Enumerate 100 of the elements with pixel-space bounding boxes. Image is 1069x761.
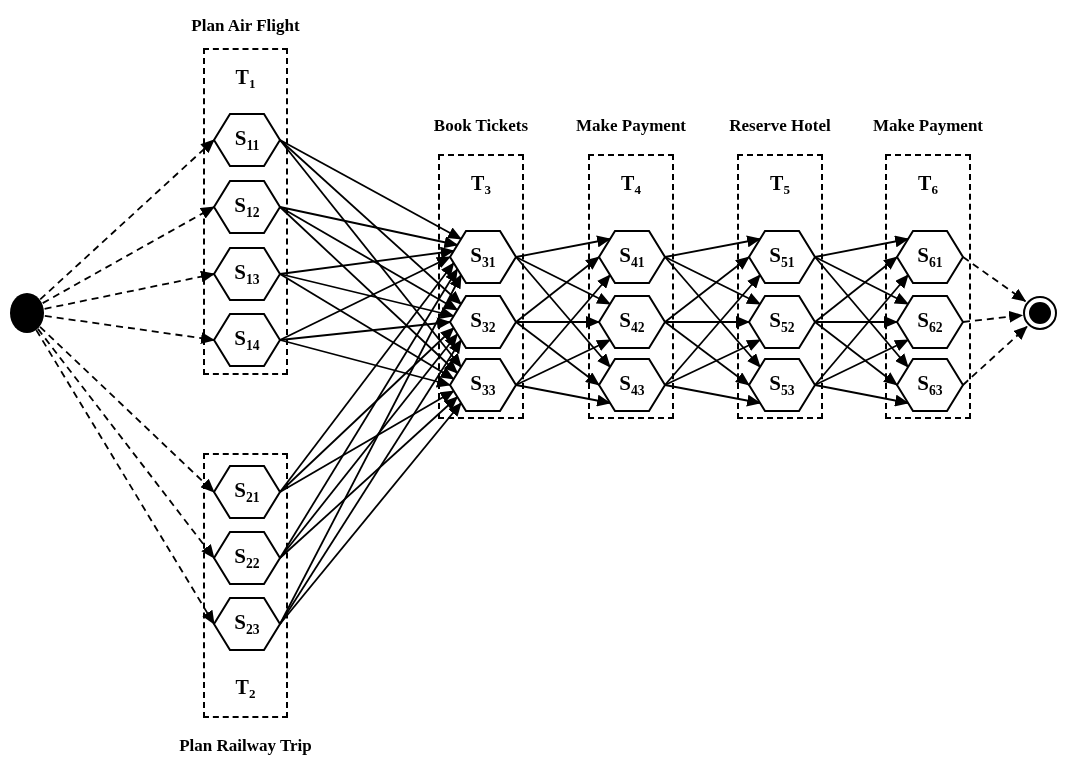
service-hexagon: [449, 295, 517, 349]
arrow: [279, 339, 451, 388]
arrow: [515, 256, 611, 368]
arrow: [279, 139, 462, 240]
arrow: [814, 256, 909, 305]
service-label: S$_{33}$: [470, 371, 496, 399]
service-label: S$_{62}$: [917, 308, 943, 336]
task-name: Plan Air Flight: [191, 16, 300, 36]
service-hexagon: [213, 247, 281, 301]
arrow: [279, 327, 455, 493]
arrow: [814, 256, 909, 368]
arrow: [279, 273, 455, 319]
dashed-arrow: [962, 325, 1028, 386]
dashed-arrow: [962, 310, 1024, 323]
arrow: [515, 384, 612, 407]
service-hexagon: [748, 358, 816, 412]
end-node-circle: [1023, 293, 1057, 333]
arrow: [814, 316, 898, 328]
arrow: [664, 316, 750, 328]
service-hexagon: [213, 597, 281, 651]
arrow: [664, 274, 761, 386]
service-hexagon: [213, 313, 281, 367]
arrow: [664, 339, 761, 386]
service-hexagon: [748, 230, 816, 284]
service-hexagon: [598, 358, 666, 412]
arrow: [515, 235, 612, 258]
arrow: [279, 246, 455, 275]
service-label: S$_{42}$: [619, 308, 645, 336]
arrow: [664, 256, 750, 323]
arrow: [814, 384, 910, 407]
dashed-arrow: [39, 325, 215, 493]
arrow: [515, 274, 611, 386]
service-label: S$_{63}$: [917, 371, 943, 399]
arrow: [515, 256, 611, 305]
arrow: [279, 206, 459, 311]
service-label: S$_{22}$: [234, 544, 260, 572]
task-name: Make Payment: [873, 116, 983, 136]
dashed-arrow: [39, 139, 215, 301]
arrow: [814, 321, 898, 386]
service-hexagon: [896, 358, 964, 412]
dashed-arrow: [41, 206, 215, 304]
service-label: S$_{41}$: [619, 243, 645, 271]
service-label: S$_{11}$: [234, 126, 260, 154]
service-hexagon: [449, 230, 517, 284]
arrow: [279, 139, 462, 368]
arrow: [814, 274, 909, 386]
service-label: S$_{12}$: [234, 193, 260, 221]
task-name: Reserve Hotel: [729, 116, 831, 136]
arrow: [515, 339, 611, 386]
service-label: S$_{43}$: [619, 371, 645, 399]
service-label: S$_{53}$: [769, 371, 795, 399]
service-hexagon: [896, 295, 964, 349]
dashed-arrow: [962, 256, 1027, 303]
arrow: [664, 235, 762, 258]
task-name: Make Payment: [576, 116, 686, 136]
service-label: S$_{31}$: [470, 243, 496, 271]
service-hexagon: [213, 180, 281, 234]
arrow: [664, 321, 750, 386]
arrow: [279, 273, 455, 380]
task-label: T$_{1}$: [235, 66, 256, 92]
service-label: S$_{14}$: [234, 326, 260, 354]
service-label: S$_{32}$: [470, 308, 496, 336]
arrow: [814, 339, 909, 386]
service-hexagon: [213, 531, 281, 585]
task-name: Book Tickets: [433, 116, 529, 136]
arrow: [664, 256, 761, 305]
task-label: T$_{6}$: [918, 172, 938, 198]
dashed-arrow: [43, 315, 215, 345]
task-name: Plan Railway Trip: [179, 736, 312, 756]
service-hexagon: [213, 465, 281, 519]
dashed-arrow: [43, 270, 215, 310]
service-hexagon: [598, 295, 666, 349]
task-label: T$_{5}$: [770, 172, 790, 198]
arrow: [664, 256, 761, 368]
dashed-arrow: [37, 328, 215, 559]
service-hexagon: [598, 230, 666, 284]
arrow: [279, 139, 462, 305]
arrow: [279, 206, 459, 249]
arrow: [664, 384, 762, 407]
dashed-arrow: [35, 329, 215, 625]
arrow: [279, 256, 451, 341]
arrow: [515, 256, 600, 323]
service-hexagon: [896, 230, 964, 284]
arrow: [279, 206, 459, 374]
service-label: S$_{21}$: [234, 478, 260, 506]
arrow: [814, 256, 898, 323]
start-node-circle: [10, 293, 44, 333]
task-label: T$_{2}$: [235, 676, 256, 702]
service-label: S$_{51}$: [769, 243, 795, 271]
arrow: [515, 321, 600, 386]
service-label: S$_{61}$: [917, 243, 943, 271]
arrow: [515, 316, 600, 328]
service-label: S$_{13}$: [234, 260, 260, 288]
arrow: [279, 396, 459, 559]
service-label: S$_{52}$: [769, 308, 795, 336]
task-label: T$_{3}$: [471, 172, 491, 198]
arrow: [814, 235, 910, 258]
task-label: T$_{4}$: [621, 172, 641, 198]
arrow: [279, 402, 462, 625]
service-hexagon: [449, 358, 517, 412]
